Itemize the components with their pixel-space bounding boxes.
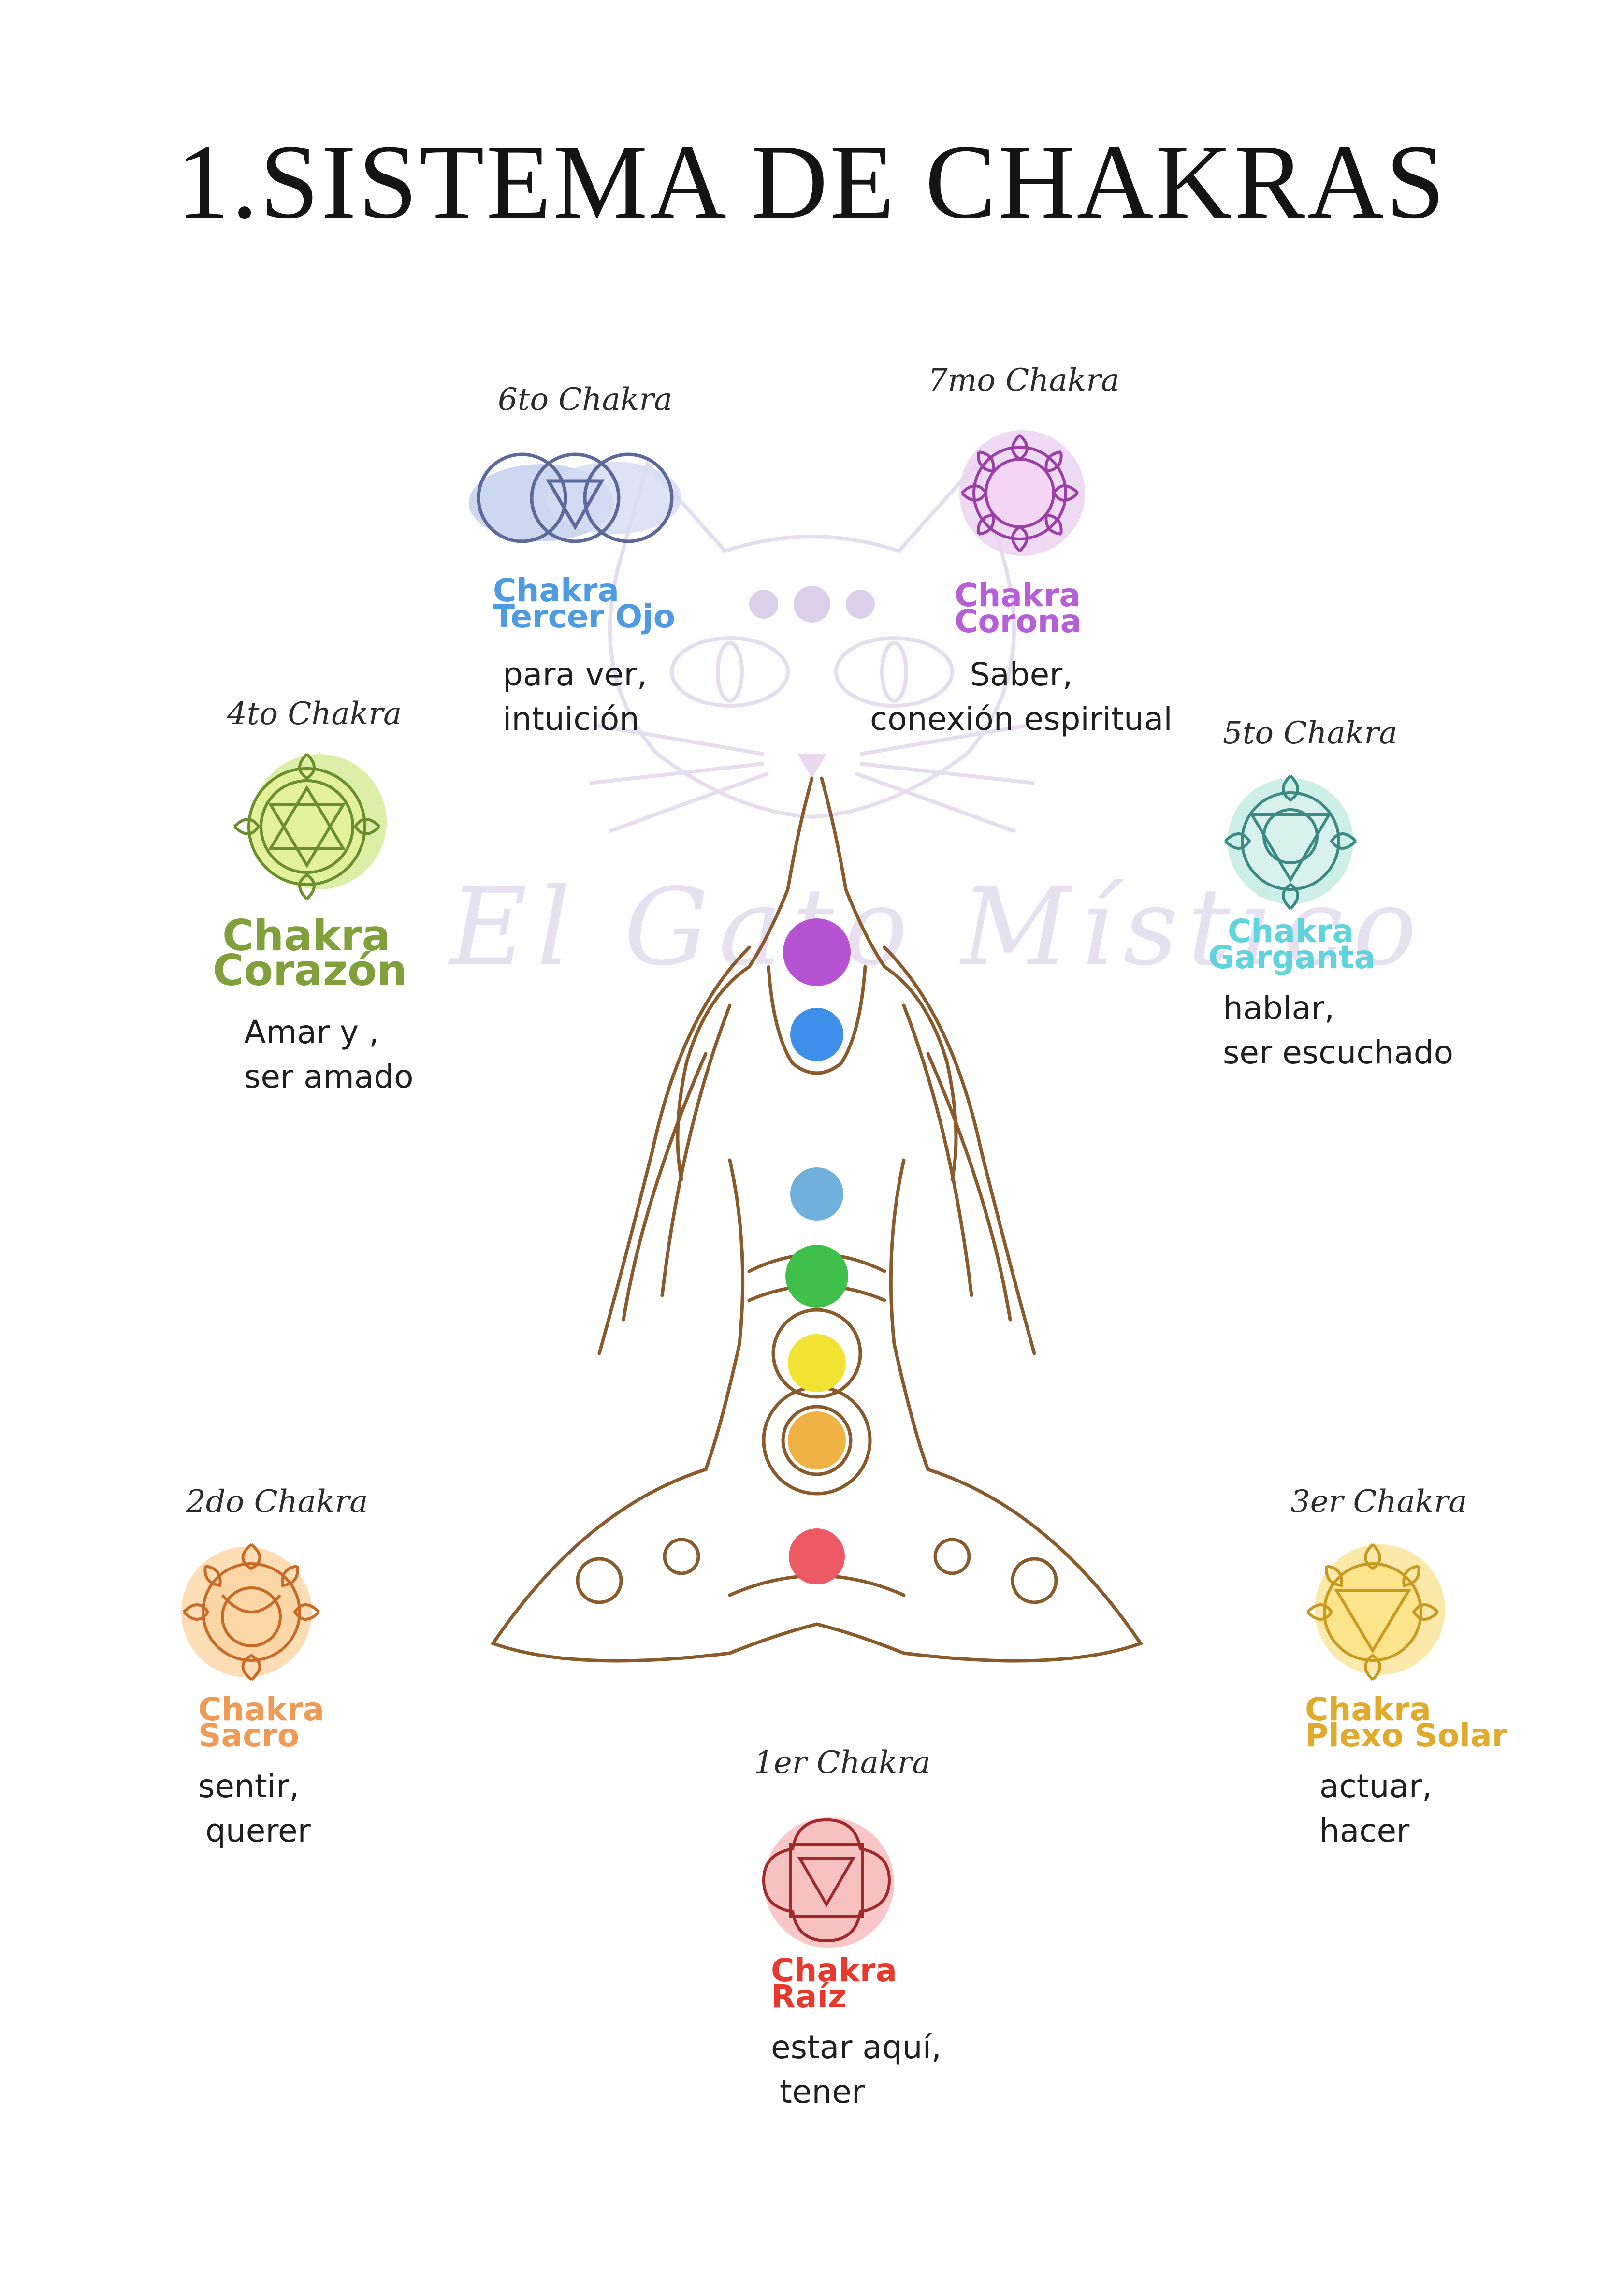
desc-fourth-line1: Amar y , bbox=[244, 1014, 379, 1051]
name-second: Chakra Sacro bbox=[198, 1691, 324, 1755]
sacral-lotus-icon bbox=[181, 1543, 320, 1681]
desc-second-line2: querer bbox=[205, 1812, 311, 1849]
desc-sixth-line2: intuición bbox=[503, 700, 640, 738]
throat-lotus-icon bbox=[1224, 774, 1357, 910]
lotus-crown-icon bbox=[959, 430, 1085, 556]
figure-crown-dot bbox=[783, 918, 851, 986]
desc-fourth-line2: ser amado bbox=[244, 1058, 414, 1095]
name-seventh-line1: Chakra bbox=[955, 577, 1081, 614]
ordinal-fourth: 4to Chakra bbox=[227, 696, 402, 732]
name-seventh: Chakra Corona bbox=[955, 577, 1082, 640]
ordinal-third: 3er Chakra bbox=[1290, 1484, 1467, 1520]
desc-third-line2: hacer bbox=[1319, 1812, 1410, 1849]
name-sixth-line1: Chakra bbox=[493, 572, 619, 609]
desc-seventh-line2: conexión espiritual bbox=[870, 700, 1173, 738]
desc-second: sentir, querer bbox=[198, 1764, 311, 1853]
desc-sixth-line1: para ver, bbox=[503, 656, 647, 693]
figure-solar-dot bbox=[788, 1334, 846, 1392]
desc-third: actuar, hacer bbox=[1319, 1764, 1432, 1853]
ordinal-seventh: 7mo Chakra bbox=[928, 363, 1120, 398]
figure-root-dot bbox=[789, 1528, 845, 1584]
name-second-line1: Chakra bbox=[198, 1691, 324, 1728]
desc-fifth-line2: ser escuchado bbox=[1223, 1034, 1454, 1071]
name-first: Chakra Raíz bbox=[771, 1952, 897, 2016]
third-eye-icon bbox=[469, 452, 681, 543]
solar-plexus-lotus-icon bbox=[1306, 1543, 1445, 1681]
desc-seventh: Saber, conexión espiritual bbox=[870, 653, 1173, 741]
desc-first-line2: tener bbox=[780, 2073, 865, 2110]
desc-fifth: hablar, ser escuchado bbox=[1223, 986, 1453, 1075]
name-fourth: Chakra Corazón bbox=[213, 911, 407, 996]
figure-throat-dot bbox=[790, 1167, 843, 1221]
desc-seventh-line1: Saber, bbox=[970, 656, 1073, 693]
name-sixth-line2: Tercer Ojo bbox=[493, 598, 676, 636]
name-fifth-line2: Garganta bbox=[1208, 939, 1376, 976]
heart-lotus-icon bbox=[233, 753, 387, 901]
meditating-woman-illustration bbox=[490, 776, 1144, 1663]
root-lotus-icon bbox=[762, 1817, 894, 1948]
ordinal-fifth: 5to Chakra bbox=[1223, 715, 1398, 751]
name-fourth-line2: Corazón bbox=[213, 945, 407, 996]
figure-third-eye-dot bbox=[790, 1008, 843, 1061]
name-fourth-line1: Chakra bbox=[222, 911, 391, 960]
desc-sixth: para ver, intuición bbox=[503, 653, 647, 741]
page-title: 1.SISTEMA DE CHAKRAS bbox=[176, 123, 1447, 241]
name-third-line2: Plexo Solar bbox=[1305, 1717, 1508, 1755]
ordinal-sixth: 6to Chakra bbox=[498, 382, 673, 418]
name-first-line1: Chakra bbox=[771, 1952, 897, 1989]
desc-fifth-line1: hablar, bbox=[1223, 989, 1335, 1027]
name-seventh-line2: Corona bbox=[955, 603, 1082, 640]
ordinal-first: 1er Chakra bbox=[754, 1745, 931, 1781]
desc-first-line1: estar aquí, bbox=[771, 2029, 942, 2066]
name-sixth: Chakra Tercer Ojo bbox=[493, 572, 676, 636]
figure-sacral-dot bbox=[788, 1411, 846, 1469]
figure-heart-dot bbox=[785, 1245, 848, 1308]
desc-first: estar aquí, tener bbox=[771, 2025, 942, 2114]
desc-fourth: Amar y , ser amado bbox=[244, 1010, 414, 1099]
name-first-line2: Raíz bbox=[771, 1978, 847, 2016]
desc-third-line1: actuar, bbox=[1319, 1768, 1432, 1805]
name-fifth-line1: Chakra bbox=[1228, 913, 1354, 950]
name-fifth: Chakra Garganta bbox=[1208, 913, 1376, 976]
name-second-line2: Sacro bbox=[198, 1717, 300, 1755]
desc-second-line1: sentir, bbox=[198, 1768, 300, 1805]
name-third: Chakra Plexo Solar bbox=[1305, 1691, 1508, 1755]
name-third-line1: Chakra bbox=[1305, 1691, 1431, 1728]
ordinal-second: 2do Chakra bbox=[186, 1484, 368, 1520]
